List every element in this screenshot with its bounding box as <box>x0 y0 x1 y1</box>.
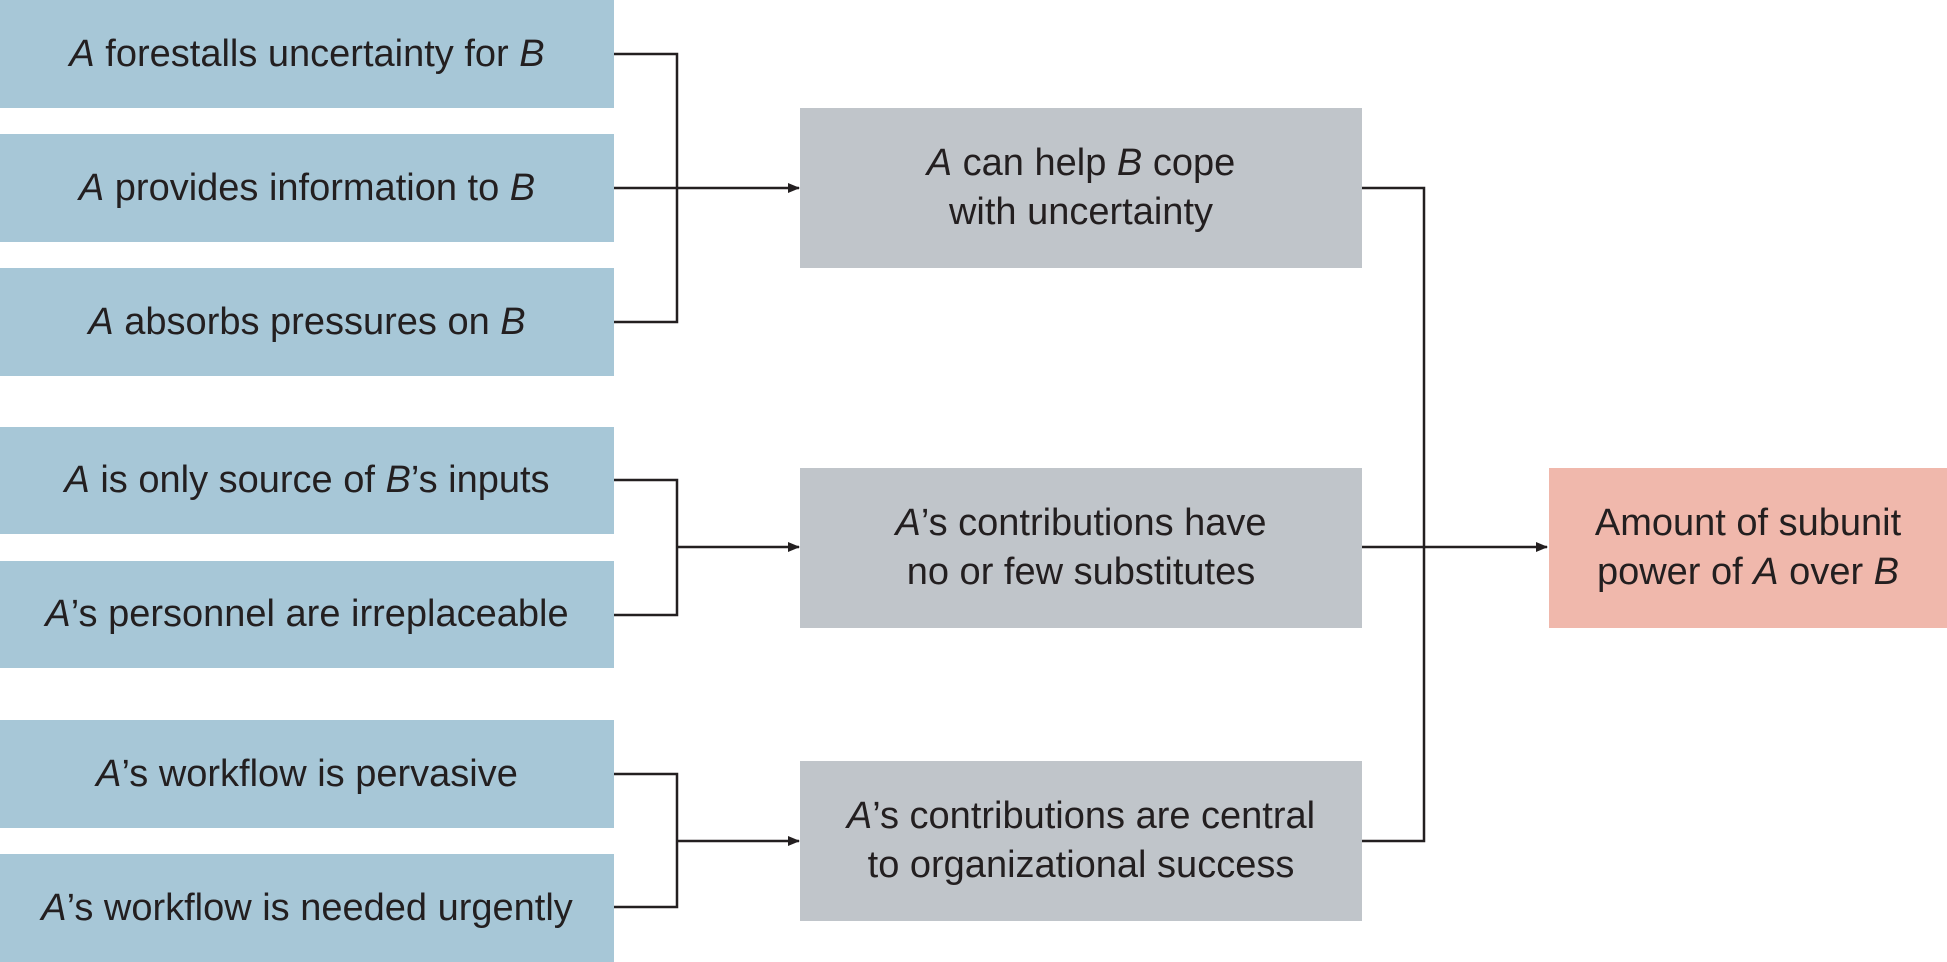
italic-variable: B <box>1116 142 1143 184</box>
text-run: no or few substitutes <box>906 551 1256 593</box>
italic-variable: A <box>64 459 90 501</box>
box-text-line: A’s contributions are central <box>847 792 1315 841</box>
box-text: A’s workflow is needed urgently <box>41 884 573 933</box>
italic-variable: A <box>41 886 67 929</box>
text-run: ’s workflow is needed urgently <box>66 886 573 929</box>
box-text-line: A’s personnel are irreplaceable <box>45 590 568 639</box>
text-run: ’s personnel are irreplaceable <box>70 593 569 635</box>
text-run: can help <box>952 142 1117 184</box>
connector-f4-f5-bracket <box>614 478 679 617</box>
text-run: ’s inputs <box>410 459 550 501</box>
box-text: A’s personnel are irreplaceable <box>45 590 568 639</box>
factor-box-only-source-inputs: A is only source of B’s inputs <box>0 427 614 534</box>
factor-box-absorbs-pressures: A absorbs pressures on B <box>0 268 614 376</box>
box-text-line: A’s contributions have <box>895 499 1266 548</box>
box-text: A absorbs pressures on B <box>88 298 525 347</box>
text-run: ’s contributions are central <box>872 795 1316 837</box>
text-run: over <box>1778 551 1874 593</box>
box-text-line: with uncertainty <box>927 188 1235 237</box>
factor-box-provides-information: A provides information to B <box>0 134 614 242</box>
italic-variable: A <box>846 795 873 837</box>
text-run: cope <box>1142 142 1236 184</box>
text-run: provides information to <box>104 166 510 209</box>
box-text-line: A provides information to B <box>79 164 535 213</box>
italic-variable: A <box>88 300 114 343</box>
box-text-line: A forestalls uncertainty for B <box>69 30 544 79</box>
italic-variable: A <box>45 593 71 635</box>
italic-variable: A <box>895 502 921 544</box>
italic-variable: B <box>1873 551 1900 593</box>
factor-box-workflow-urgent: A’s workflow is needed urgently <box>0 854 614 962</box>
italic-variable: B <box>500 300 526 343</box>
box-text: A forestalls uncertainty for B <box>69 30 544 79</box>
connector-m1-m3-bracket <box>1362 186 1426 843</box>
text-run: forestalls uncertainty for <box>94 32 520 75</box>
box-text-line: power of A over B <box>1595 548 1901 597</box>
box-text-line: to organizational success <box>847 841 1315 890</box>
box-text: A is only source of B’s inputs <box>64 456 549 505</box>
box-text: A’s workflow is pervasive <box>96 750 518 799</box>
italic-variable: A <box>69 32 95 75</box>
text-run: power of <box>1596 551 1754 593</box>
italic-variable: A <box>96 752 122 795</box>
box-text-line: A absorbs pressures on B <box>88 298 525 347</box>
text-run: absorbs pressures on <box>113 300 501 343</box>
factor-box-personnel-irreplaceable: A’s personnel are irreplaceable <box>0 561 614 668</box>
factor-box-workflow-pervasive: A’s workflow is pervasive <box>0 720 614 828</box>
text-run: Amount of subunit <box>1594 502 1902 544</box>
box-text-line: A is only source of B’s inputs <box>64 456 549 505</box>
box-text-line: no or few substitutes <box>895 548 1266 597</box>
italic-variable: B <box>385 459 411 501</box>
italic-variable: A <box>926 142 953 184</box>
text-run: is only source of <box>89 459 386 501</box>
box-text-line: A can help B cope <box>927 139 1235 188</box>
italic-variable: B <box>509 166 536 209</box>
text-run: with uncertainty <box>948 191 1213 233</box>
text-run: to organizational success <box>867 844 1295 886</box>
text-run: ’s contributions have <box>920 502 1267 544</box>
box-text-line: Amount of subunit <box>1595 499 1901 548</box>
box-text-line: A’s workflow is pervasive <box>96 750 518 799</box>
box-text: A provides information to B <box>79 164 535 213</box>
box-text-line: A’s workflow is needed urgently <box>41 884 573 933</box>
text-run: ’s workflow is pervasive <box>121 752 518 795</box>
factor-box-forestalls-uncertainty: A forestalls uncertainty for B <box>0 0 614 108</box>
italic-variable: A <box>78 166 105 209</box>
italic-variable: B <box>519 32 545 75</box>
connector-f6-f7-bracket <box>614 772 679 909</box>
italic-variable: A <box>1753 551 1779 593</box>
